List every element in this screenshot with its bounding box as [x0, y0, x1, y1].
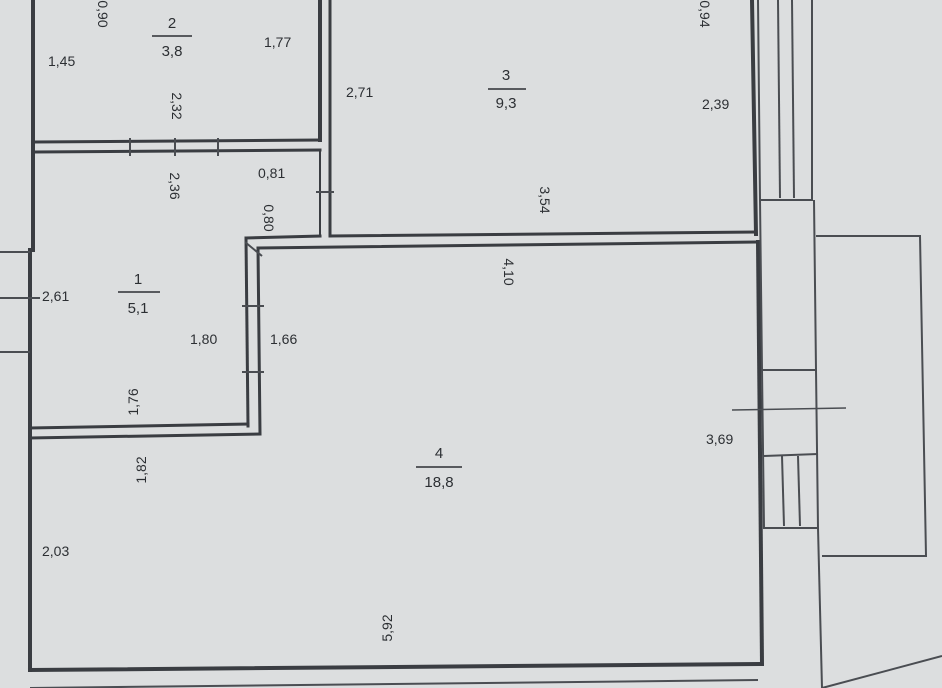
room4-inner-left-wall — [256, 246, 262, 436]
room-label-3: 3 9,3 — [488, 67, 526, 112]
window-mullion-4 — [797, 455, 801, 527]
dim-261: 2,61 — [42, 288, 69, 304]
dim-090: 0,90 — [95, 0, 111, 27]
room4-top-wall — [256, 240, 758, 250]
room-3-area: 9,3 — [496, 95, 517, 112]
room-1-area: 5,1 — [128, 300, 149, 317]
dim-410: 4,10 — [501, 258, 517, 285]
window-frame-bottom — [761, 369, 820, 529]
dim-239: 2,39 — [702, 96, 729, 112]
balcony-door-frame — [759, 199, 818, 371]
dim-232: 2,32 — [169, 92, 185, 119]
right-wall-room4 — [755, 239, 765, 667]
room-3-number: 3 — [502, 67, 510, 84]
dim-081: 0,81 — [258, 165, 285, 181]
room-2-area: 3,8 — [162, 43, 183, 60]
bottom-wall — [27, 661, 761, 673]
dim-177: 1,77 — [264, 34, 291, 50]
bottom-right-line — [821, 655, 942, 688]
bottom-outer-line — [29, 679, 759, 688]
balcony — [731, 0, 928, 688]
dimension-labels: 0,90 1,45 1,77 2,32 2,71 0,94 2,39 2,36 … — [42, 0, 733, 641]
dim-182: 1,82 — [133, 456, 149, 483]
room-label-1: 1 5,1 — [118, 271, 160, 317]
room1-top-wall — [33, 148, 322, 154]
dim-592: 5,92 — [379, 614, 395, 641]
room-label-2: 2 3,8 — [152, 15, 192, 60]
room1-bottom-wall — [28, 422, 250, 430]
room-2-number: 2 — [168, 15, 176, 32]
room4-step-wall — [28, 432, 262, 440]
section-mark — [731, 407, 847, 411]
room-labels: 2 3,8 3 9,3 1 5,1 4 18,8 — [118, 15, 526, 491]
dim-203: 2,03 — [42, 543, 69, 559]
tick-corner — [244, 241, 263, 257]
window-frame-top — [757, 0, 813, 201]
room1-step-wall — [244, 234, 322, 240]
window-bottom-sash — [763, 453, 819, 457]
right-wall-room3 — [749, 0, 759, 237]
window-mullion-2 — [791, 0, 795, 199]
dim-354: 3,54 — [537, 186, 553, 213]
room-label-4: 4 18,8 — [416, 445, 462, 491]
dim-145: 1,45 — [48, 53, 75, 69]
exterior-wall-line — [817, 527, 823, 688]
window-mullion-3 — [781, 455, 785, 527]
dim-080: 0,80 — [261, 204, 277, 231]
room1-inner-right-wall — [244, 236, 250, 428]
dim-176: 1,76 — [125, 388, 141, 415]
room-4-area: 18,8 — [424, 474, 453, 491]
room3-bottom-wall — [328, 230, 758, 238]
room2-bottom-wall — [33, 138, 322, 144]
dim-180: 1,80 — [190, 331, 217, 347]
dim-369: 3,69 — [706, 431, 733, 447]
room-1-number: 1 — [134, 271, 142, 288]
window-mullion-1 — [777, 0, 781, 199]
balcony-outline — [816, 235, 928, 557]
dim-094: 0,94 — [697, 0, 713, 27]
dim-166: 1,66 — [270, 331, 297, 347]
room-4-number: 4 — [435, 445, 443, 462]
dim-236: 2,36 — [167, 172, 183, 199]
dim-271: 2,71 — [346, 84, 373, 100]
door-ticks — [129, 138, 334, 373]
